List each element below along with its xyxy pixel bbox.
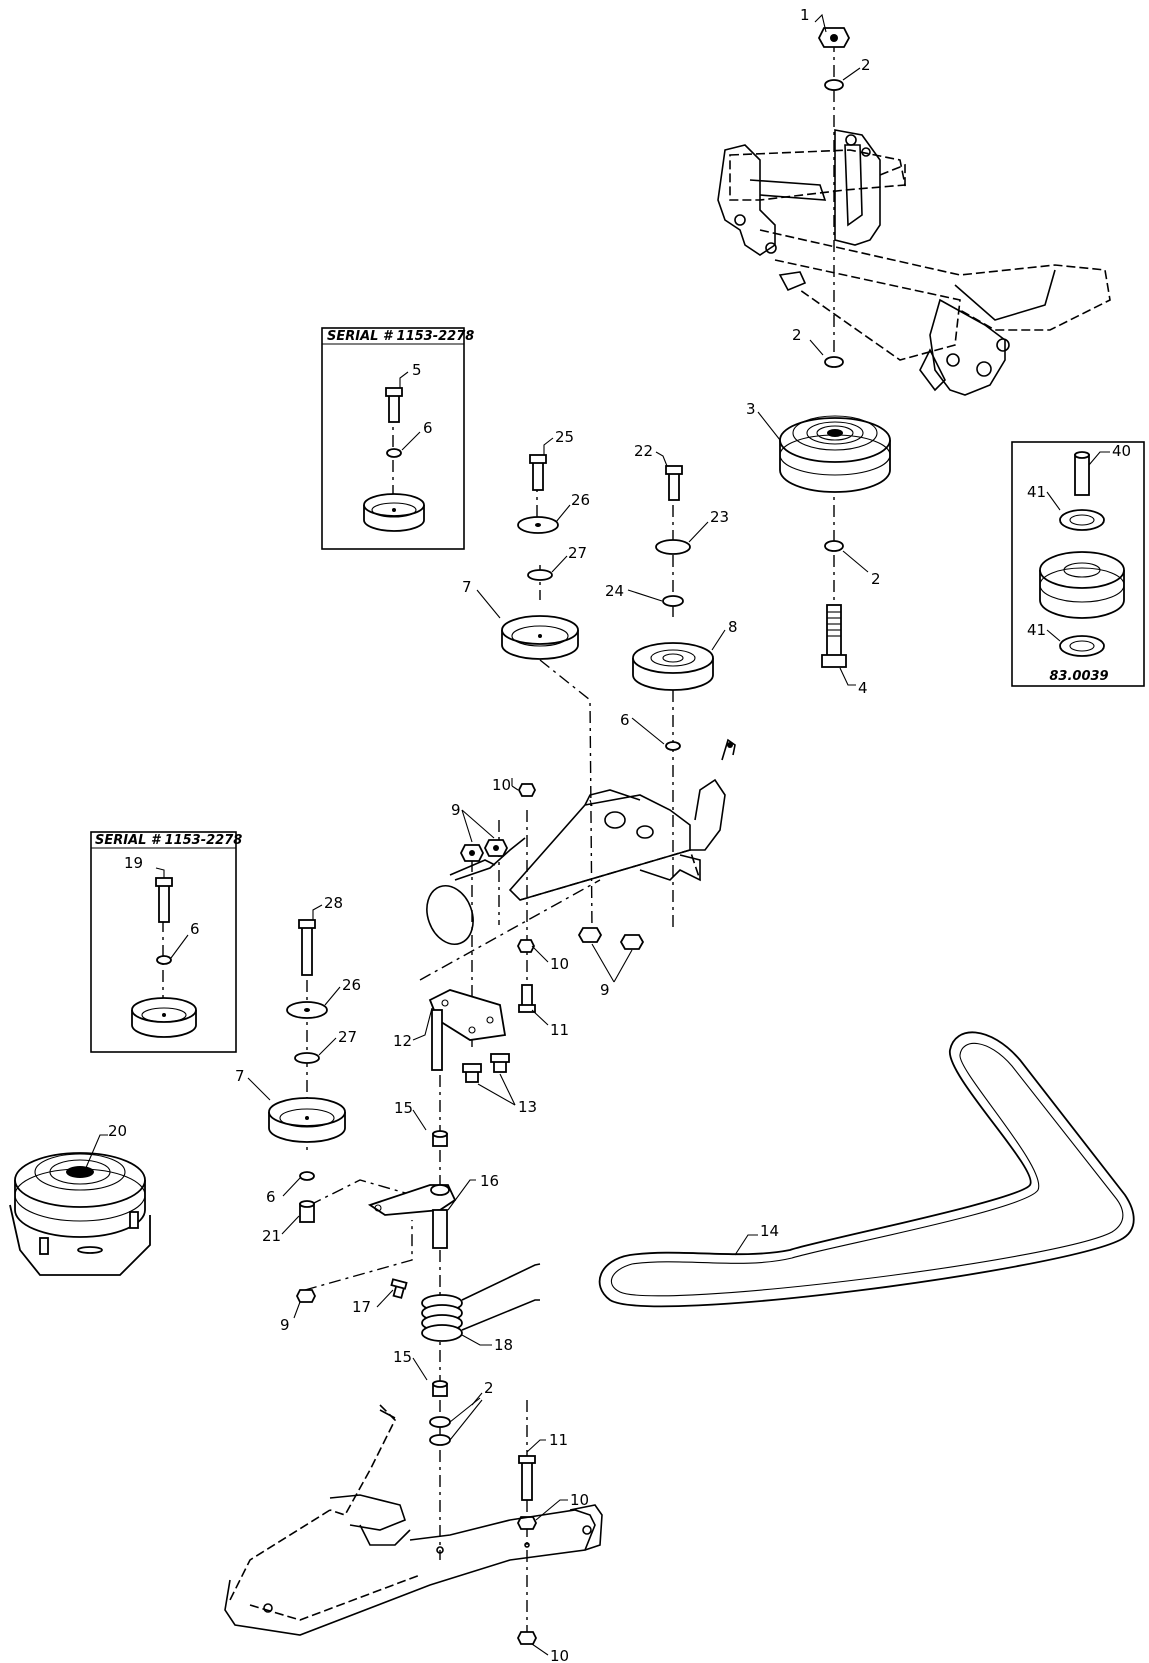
callout-19: 19 xyxy=(124,854,143,872)
part-12-plate-pin xyxy=(428,989,507,1071)
callout-13: 13 xyxy=(518,1098,537,1116)
callout-14: 14 xyxy=(760,1222,779,1240)
callout-6: 6 xyxy=(190,920,200,938)
callout-11: 11 xyxy=(549,1431,568,1449)
callout-41: 41 xyxy=(1027,483,1046,501)
callout-25: 25 xyxy=(555,428,574,446)
callout-2: 2 xyxy=(871,570,881,588)
callout-27: 27 xyxy=(568,544,587,562)
callout-4: 4 xyxy=(858,679,868,697)
part-4-bolt xyxy=(821,604,847,668)
idler-stack-upper xyxy=(501,454,579,660)
callout-28: 28 xyxy=(324,894,343,912)
part-17-bolt xyxy=(390,1278,408,1299)
part-2-washer xyxy=(824,540,844,552)
callout-9: 9 xyxy=(600,981,610,999)
part-1-nut xyxy=(817,27,851,48)
callout-24: 24 xyxy=(605,582,624,600)
part-16-idler-arm xyxy=(367,1184,457,1249)
part-11-bolt-lower xyxy=(516,1455,538,1645)
callout-7: 7 xyxy=(235,1067,245,1085)
callout-15: 15 xyxy=(394,1099,413,1117)
inset-caption: SERIAL # 1153-2278 xyxy=(327,329,474,344)
part-2-washer xyxy=(824,356,844,368)
callout-10: 10 xyxy=(570,1491,589,1509)
part-15-bushings xyxy=(432,1130,448,1397)
idler-stack-right xyxy=(632,465,714,751)
part-2-washer xyxy=(824,79,844,91)
callout-8: 8 xyxy=(728,618,738,636)
callout-18: 18 xyxy=(494,1336,513,1354)
part-3-double-pulley xyxy=(779,415,891,493)
callout-1: 1 xyxy=(800,6,810,24)
callout-6: 6 xyxy=(620,711,630,729)
callout-5: 5 xyxy=(412,361,422,379)
callout-41: 41 xyxy=(1027,621,1046,639)
part-20-electric-clutch xyxy=(9,1152,151,1276)
part-2-washer xyxy=(429,1416,451,1428)
callout-26: 26 xyxy=(571,491,590,509)
callout-6: 6 xyxy=(423,419,433,437)
part-13-bolts xyxy=(462,1053,510,1083)
idler-stack-left xyxy=(268,919,346,1303)
inset-caption: 83.0039 xyxy=(1049,669,1108,684)
callout-27: 27 xyxy=(338,1028,357,1046)
callout-20: 20 xyxy=(108,1122,127,1140)
callout-3: 3 xyxy=(746,400,756,418)
callout-12: 12 xyxy=(393,1032,412,1050)
part-2-washer xyxy=(429,1434,451,1446)
callout-40: 40 xyxy=(1112,442,1131,460)
callout-2: 2 xyxy=(484,1379,494,1397)
callout-21: 21 xyxy=(262,1227,281,1245)
callout-11: 11 xyxy=(550,1021,569,1039)
callout-2: 2 xyxy=(861,56,871,74)
callout-23: 23 xyxy=(710,508,729,526)
callout-6: 6 xyxy=(266,1188,276,1206)
callout-22: 22 xyxy=(634,442,653,460)
callout-10: 10 xyxy=(492,776,511,794)
callout-17: 17 xyxy=(352,1298,371,1316)
idler-arm-bracket xyxy=(426,738,736,945)
callout-9: 9 xyxy=(280,1316,290,1334)
callout-labels: 1 2 2 2 2 3 4 5 6 25 26 27 7 22 23 24 xyxy=(84,6,1131,1663)
frame-bracket-upper xyxy=(717,129,1111,396)
frame-bracket-lower xyxy=(224,1404,603,1636)
part-14-v-belt xyxy=(598,1031,1135,1308)
inset-caption: SERIAL # 1153-2278 xyxy=(95,833,242,848)
part-18-spring xyxy=(421,1263,541,1342)
callout-15: 15 xyxy=(393,1348,412,1366)
callout-9: 9 xyxy=(451,801,461,819)
fasteners-center xyxy=(459,783,645,1013)
callout-7: 7 xyxy=(462,578,472,596)
callout-2: 2 xyxy=(792,326,802,344)
inset-box-serial-lower: SERIAL # 1153-2278 xyxy=(90,831,242,1053)
callout-26: 26 xyxy=(342,976,361,994)
callout-10: 10 xyxy=(550,955,569,973)
inset-box-serial-upper: SERIAL # 1153-2278 xyxy=(321,327,474,550)
inset-box-pulley-bearing: 83.0039 xyxy=(1011,441,1145,687)
callout-10: 10 xyxy=(550,1647,569,1663)
callout-16: 16 xyxy=(480,1172,499,1190)
